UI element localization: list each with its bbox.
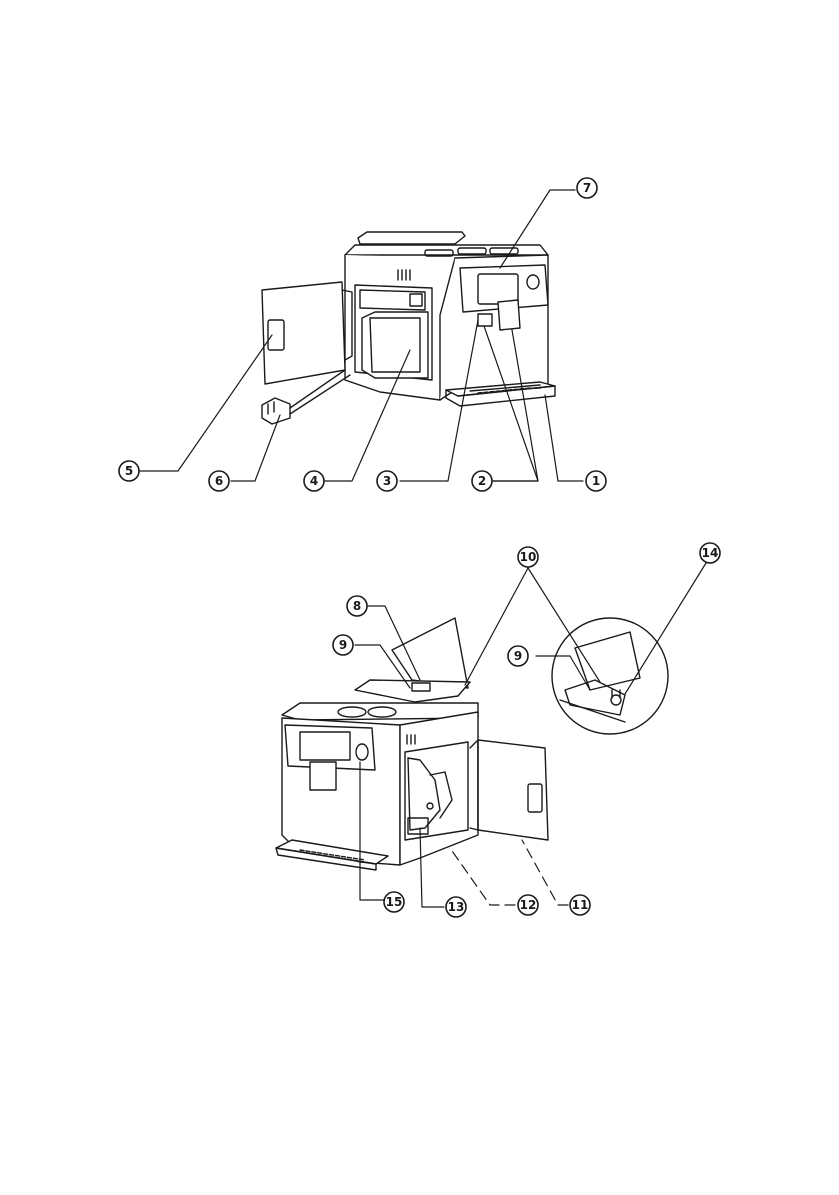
water-tank bbox=[362, 312, 428, 378]
callout-15: 15 bbox=[384, 892, 404, 912]
callout-13-label: 13 bbox=[448, 900, 465, 914]
coffee-spout bbox=[498, 300, 520, 330]
service-door-open bbox=[470, 740, 548, 840]
callout-14: 14 bbox=[700, 543, 720, 563]
inset-magnified-view bbox=[552, 618, 668, 734]
callout-9-inset: 9 bbox=[508, 646, 528, 666]
callout-2-label: 2 bbox=[478, 474, 486, 488]
callout-7: 7 bbox=[577, 178, 597, 198]
callout-5-label: 5 bbox=[125, 464, 133, 478]
callout-11: 11 bbox=[570, 895, 590, 915]
callout-6-label: 6 bbox=[215, 474, 223, 488]
callout-6: 6 bbox=[209, 471, 229, 491]
callout-3-label: 3 bbox=[383, 474, 391, 488]
callout-9: 9 bbox=[333, 635, 353, 655]
callout-14-label: 14 bbox=[702, 546, 719, 560]
callout-4-label: 4 bbox=[310, 474, 318, 488]
callout-4: 4 bbox=[304, 471, 324, 491]
coffee-machine-side-view bbox=[276, 618, 668, 870]
callout-15-label: 15 bbox=[386, 895, 403, 909]
callout-12: 12 bbox=[518, 895, 538, 915]
callout-9-inset-label: 9 bbox=[514, 649, 522, 663]
side-door-open bbox=[262, 282, 352, 384]
callout-8-label: 8 bbox=[353, 599, 361, 613]
callout-2: 2 bbox=[472, 471, 492, 491]
callout-10: 10 bbox=[518, 547, 538, 567]
callout-10-label: 10 bbox=[520, 550, 537, 564]
callout-1: 1 bbox=[586, 471, 606, 491]
callout-5: 5 bbox=[119, 461, 139, 481]
bean-hopper bbox=[355, 680, 470, 702]
coffee-machine-front-view bbox=[262, 232, 555, 424]
callout-11-label: 11 bbox=[572, 898, 589, 912]
callout-8: 8 bbox=[347, 596, 367, 616]
callout-7-label: 7 bbox=[583, 181, 591, 195]
steam-pipe bbox=[478, 314, 492, 326]
callout-9-label: 9 bbox=[339, 638, 347, 652]
coffee-spout-rear-view bbox=[310, 762, 336, 790]
callout-3: 3 bbox=[377, 471, 397, 491]
callout-13: 13 bbox=[446, 897, 466, 917]
callout-1-label: 1 bbox=[592, 474, 600, 488]
callout-12-label: 12 bbox=[520, 898, 537, 912]
